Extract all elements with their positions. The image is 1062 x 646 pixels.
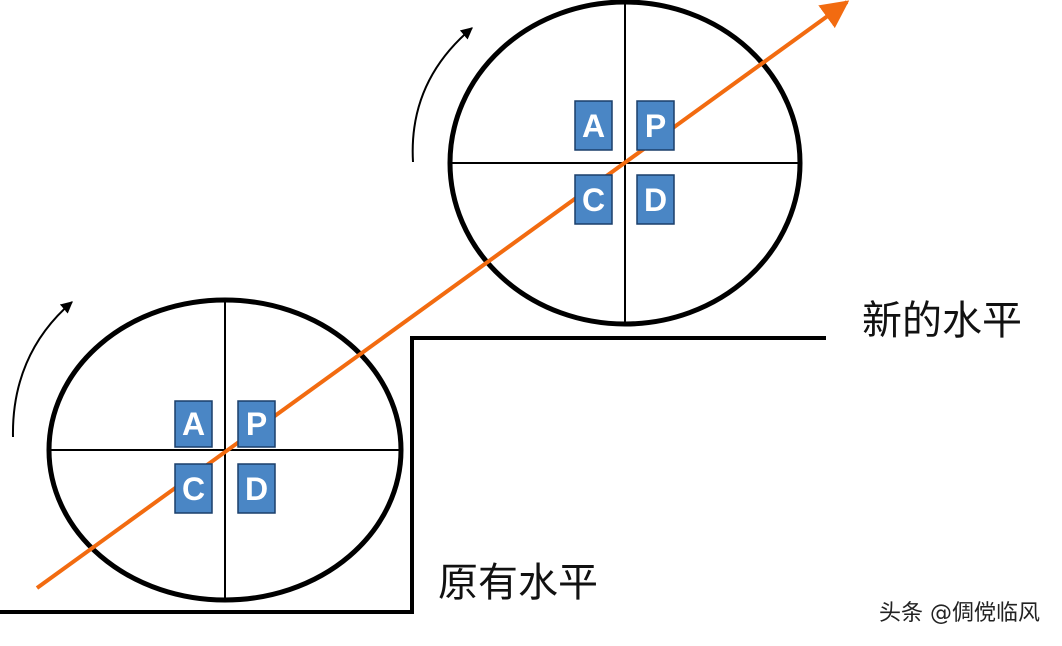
quadrant-label-a: A xyxy=(182,406,205,442)
quadrant-box-c: C xyxy=(174,463,213,514)
quadrant-label-c: C xyxy=(582,182,605,218)
level-step-line xyxy=(0,336,826,614)
quadrant-box-d: D xyxy=(237,463,276,514)
quadrant-box-p: P xyxy=(237,400,276,448)
quadrant-label-c: C xyxy=(182,471,205,507)
watermark-label: 头条 @倜傥临风 xyxy=(879,601,1040,626)
quadrant-label-d: D xyxy=(644,182,667,218)
new-level-label: 新的水平 xyxy=(862,298,1022,344)
rotation-arrow-icon xyxy=(411,27,473,163)
quadrant-box-d: D xyxy=(636,174,675,225)
quadrant-label-a: A xyxy=(582,108,605,144)
improvement-arrow xyxy=(35,0,850,590)
quadrant-box-a: A xyxy=(574,100,613,151)
original-level-label: 原有水平 xyxy=(438,560,598,606)
quadrant-box-p: P xyxy=(636,100,675,151)
quadrant-label-p: P xyxy=(246,406,267,442)
quadrant-box-a: A xyxy=(174,400,213,448)
rotation-arrow-icon xyxy=(11,301,73,438)
quadrant-box-c: C xyxy=(574,174,613,225)
quadrant-label-d: D xyxy=(245,471,268,507)
quadrant-label-p: P xyxy=(645,108,666,144)
